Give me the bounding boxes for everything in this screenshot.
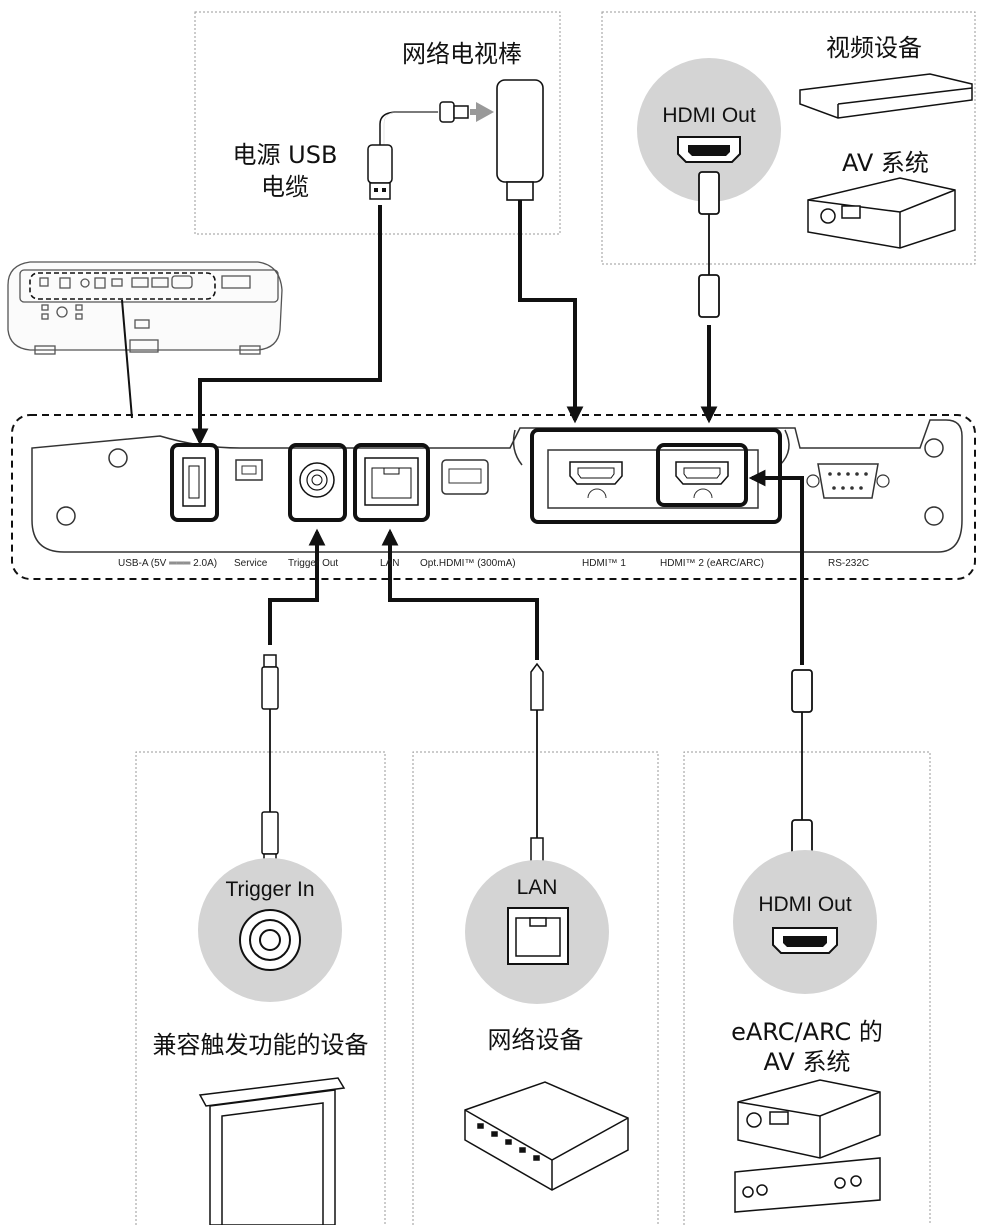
earc-av-system-label-line2: AV 系统 bbox=[763, 1048, 851, 1076]
service-port bbox=[235, 459, 263, 481]
trigger-out-port bbox=[288, 443, 347, 522]
hdmi-cable-top bbox=[698, 171, 720, 424]
trigger-device-frame bbox=[135, 751, 386, 1225]
service-port-label: Service bbox=[234, 558, 268, 569]
usb-a-port-label: USB-A (5V ═══ 2.0A) bbox=[118, 558, 218, 569]
hdmi1-port bbox=[569, 461, 623, 499]
usb-cable-label-line1: 电源 USB bbox=[232, 141, 338, 169]
hdmi-out-bottom-port-icon bbox=[772, 927, 838, 954]
opt-hdmi-port-label: Opt.HDMI™ (300mA) bbox=[420, 558, 516, 569]
trigger-cable-arrow bbox=[268, 528, 326, 645]
hdmi2-port-label: HDMI™ 2 (eARC/ARC) bbox=[660, 558, 764, 569]
streaming-stick-label: 网络电视棒 bbox=[402, 40, 522, 68]
lan-circle-label: LAN bbox=[516, 876, 558, 899]
rear-panel-frame bbox=[11, 414, 976, 580]
projection-screen-icon bbox=[198, 1077, 346, 1225]
projector-leader-line bbox=[121, 299, 133, 419]
av-system-top-icon bbox=[807, 177, 956, 249]
hdmi1-port-label: HDMI™ 1 bbox=[582, 558, 626, 569]
hdmi-out-top-label: HDMI Out bbox=[662, 104, 756, 127]
lan-port-label: LAN bbox=[380, 558, 400, 569]
av-system-top-label: AV 系统 bbox=[842, 149, 929, 177]
streaming-stick-device bbox=[496, 79, 584, 424]
lan-port-icon bbox=[507, 907, 569, 965]
trigger-in-label: Trigger In bbox=[225, 878, 315, 901]
projector-illustration bbox=[7, 261, 283, 355]
hdmi-out-bottom-label: HDMI Out bbox=[758, 893, 852, 916]
network-device-label: 网络设备 bbox=[487, 1026, 584, 1054]
lan-cable-arrow bbox=[381, 528, 539, 660]
lan-cable bbox=[530, 662, 544, 886]
hdmi-earc-arrow bbox=[748, 469, 804, 665]
network-switch-icon bbox=[464, 1081, 629, 1191]
av-system-bottom-icon bbox=[737, 1079, 881, 1159]
trigger-out-port-label: Trigger Out bbox=[288, 558, 339, 569]
rs232c-port bbox=[806, 463, 890, 499]
video-device-frame bbox=[601, 11, 976, 265]
hdmi2-port bbox=[656, 443, 748, 507]
trigger-device-label: 兼容触发功能的设备 bbox=[152, 1031, 369, 1059]
rs232c-port-label: RS-232C bbox=[828, 558, 870, 569]
hdmi-cable-bottom bbox=[791, 669, 813, 863]
video-device-icon bbox=[799, 73, 973, 119]
trigger-cable bbox=[261, 654, 279, 867]
hdmi-out-top-port-icon bbox=[677, 136, 741, 163]
usb-power-cable bbox=[191, 101, 494, 446]
streaming-stick-frame bbox=[194, 11, 561, 235]
av-system-frame bbox=[683, 751, 931, 1225]
soundbar-icon bbox=[734, 1157, 881, 1213]
usb-cable-label-line2: 电缆 bbox=[261, 173, 309, 201]
earc-av-system-label-line1: eARC/ARC 的 bbox=[731, 1018, 883, 1046]
lan-port bbox=[353, 443, 430, 522]
opt-hdmi-port bbox=[441, 459, 489, 495]
hdmi-out-top-circle bbox=[637, 58, 781, 202]
hdmi-out-bottom-circle bbox=[733, 850, 877, 994]
network-device-frame bbox=[412, 751, 659, 1225]
trigger-in-jack-icon bbox=[239, 909, 301, 971]
video-device-label: 视频设备 bbox=[826, 34, 922, 62]
